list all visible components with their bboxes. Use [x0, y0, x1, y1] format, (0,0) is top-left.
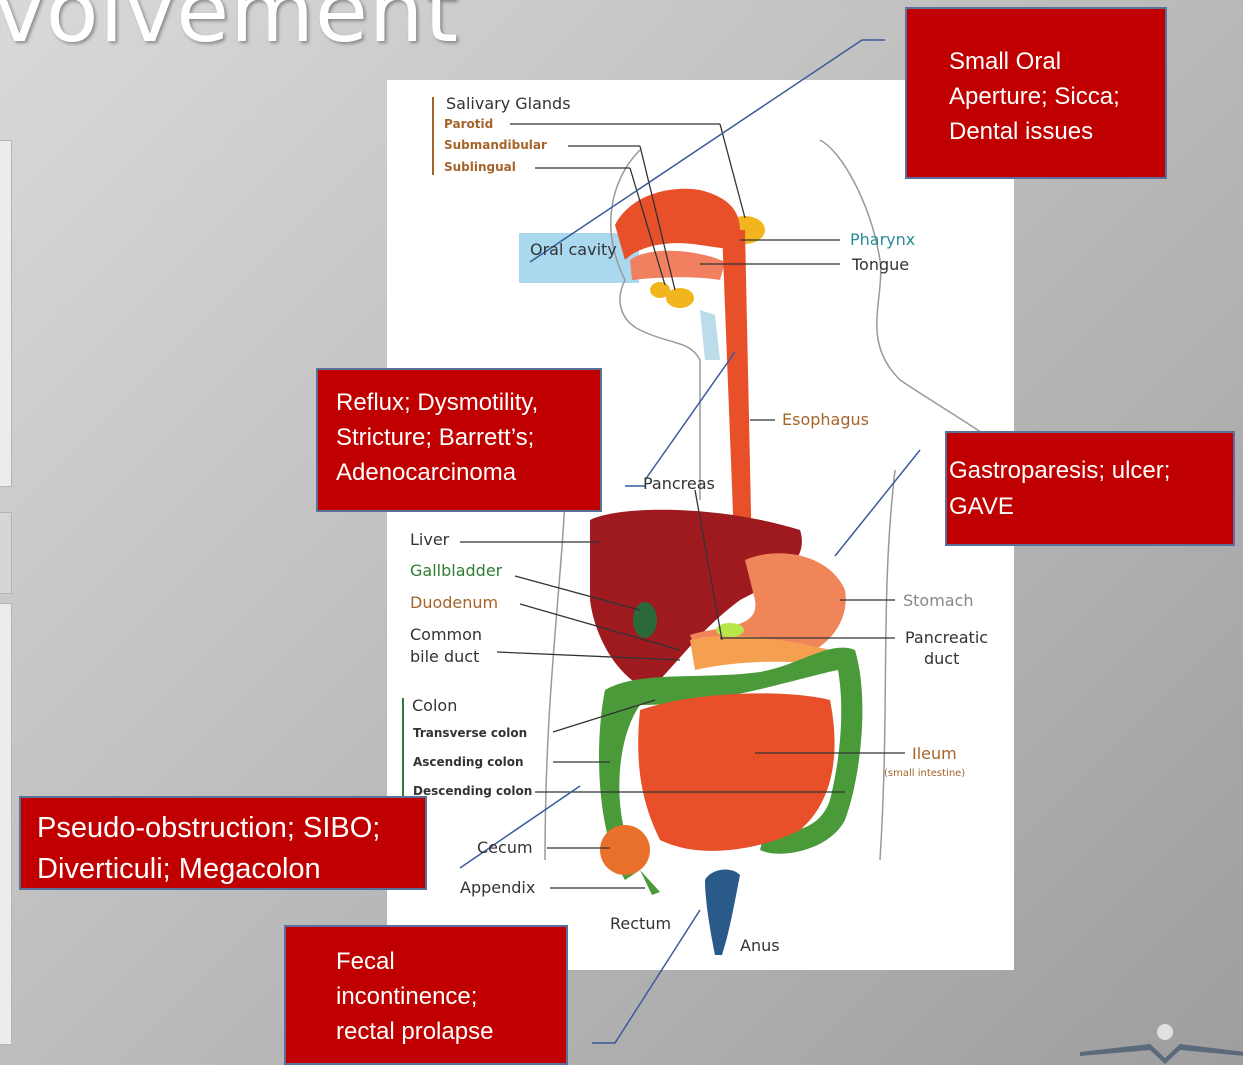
- label-tongue: Tongue: [852, 255, 909, 274]
- callout-intestine-line2: Diverticuli; Megacolon: [37, 849, 425, 890]
- label-common-bile-duct-2: bile duct: [410, 647, 479, 666]
- label-cecum: Cecum: [477, 838, 533, 857]
- label-colon: Colon: [412, 696, 457, 715]
- callout-intestine-line1: Pseudo-obstruction; SIBO;: [37, 808, 425, 849]
- torso-left-outline: [545, 500, 565, 860]
- torso-right-outline: [880, 470, 895, 860]
- label-ileum: Ileum: [912, 744, 957, 763]
- label-rectum: Rectum: [610, 914, 671, 933]
- callout-rectum-line2: incontinence;: [336, 980, 562, 1015]
- label-descending-colon: Descending colon: [413, 784, 532, 798]
- callout-stomach: Gastroparesis; ulcer; GAVE: [945, 431, 1235, 546]
- label-parotid: Parotid: [444, 117, 493, 131]
- label-anus: Anus: [740, 936, 780, 955]
- callout-oral: Small Oral Aperture; Sicca; Dental issue…: [905, 7, 1167, 179]
- appendix: [640, 870, 660, 895]
- callout-intestine: Pseudo-obstruction; SIBO; Diverticuli; M…: [19, 796, 427, 890]
- submandibular-gland: [650, 282, 670, 298]
- callout-esophagus: Reflux; Dysmotility, Stricture; Barrett’…: [316, 368, 602, 512]
- label-ileum-sub: (small intestine): [884, 768, 965, 779]
- label-ascending-colon: Ascending colon: [413, 755, 524, 769]
- label-gallbladder: Gallbladder: [410, 561, 502, 580]
- label-sublingual: Sublingual: [444, 160, 516, 174]
- label-pharynx: Pharynx: [850, 230, 915, 249]
- label-appendix: Appendix: [460, 878, 535, 897]
- callout-stomach-line1: Gastroparesis; ulcer;: [949, 453, 1229, 489]
- callout-oral-line2: Aperture; Sicca;: [949, 80, 1155, 115]
- label-pancreas: Pancreas: [643, 474, 715, 493]
- callout-rectum-line3: rectal prolapse: [336, 1015, 562, 1050]
- callout-esophagus-line2: Stricture; Barrett’s;: [336, 421, 596, 456]
- callout-esophagus-line3: Adenocarcinoma: [336, 456, 596, 491]
- label-liver: Liver: [410, 530, 449, 549]
- label-common-bile-duct-1: Common: [410, 625, 482, 644]
- small-intestine: [638, 693, 834, 850]
- tongue-shape: [630, 251, 725, 280]
- gallbladder: [633, 602, 657, 638]
- callout-rectum-line1: Fecal: [336, 945, 562, 980]
- label-salivary-glands: Salivary Glands: [446, 94, 571, 113]
- cecum: [600, 825, 650, 875]
- trachea: [700, 310, 720, 360]
- label-stomach: Stomach: [903, 591, 974, 610]
- rectum: [705, 870, 740, 955]
- sublingual-gland: [666, 288, 694, 308]
- callout-esophagus-line1: Reflux; Dysmotility,: [336, 386, 596, 421]
- callout-rectum: Fecal incontinence; rectal prolapse: [284, 925, 568, 1065]
- corner-logo: [1080, 1020, 1243, 1065]
- label-pancreatic-duct-2: duct: [924, 649, 959, 668]
- label-transverse-colon: Transverse colon: [413, 726, 527, 740]
- callout-oral-line3: Dental issues: [949, 115, 1155, 150]
- label-duodenum: Duodenum: [410, 593, 498, 612]
- callout-stomach-line2: GAVE: [949, 489, 1229, 525]
- label-oral-cavity: Oral cavity: [530, 240, 617, 259]
- label-esophagus: Esophagus: [782, 410, 869, 429]
- label-pancreatic-duct-1: Pancreatic: [905, 628, 988, 647]
- mouth-shape: [615, 189, 740, 260]
- label-submandibular: Submandibular: [444, 138, 547, 152]
- callout-oral-line1: Small Oral: [949, 45, 1155, 80]
